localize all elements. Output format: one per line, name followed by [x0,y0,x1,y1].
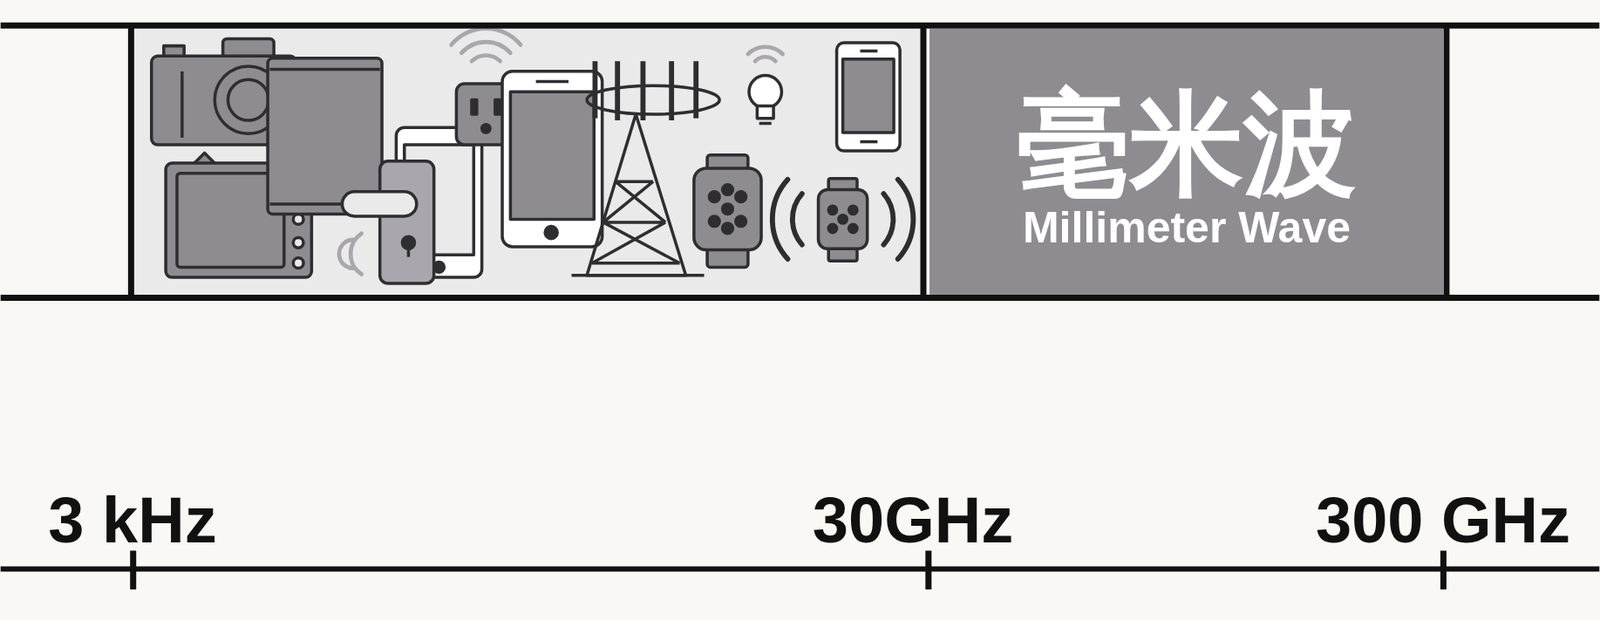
frequency-axis-part [925,550,932,589]
smartwatch-icon-part [735,216,747,227]
smartwatch-signal-icon-part [849,205,858,214]
monitor-icon-part [292,237,304,248]
smartwatch-signal-icon-part [818,190,868,250]
wifi-signal-part [461,41,511,54]
wifi-signal-part [451,28,522,46]
antenna-tower-part [586,114,686,276]
door-lock-icon [341,161,434,284]
device-panel-part [130,25,924,298]
smartphone-icon-part [544,226,558,239]
door-lock-icon-part [407,245,411,258]
frequency-axis-part [129,550,137,589]
small-phone-icon-part [859,49,878,54]
band-frame-part [0,22,1600,29]
wifi-signal-part [350,233,362,275]
smartwatch-icon-part [694,168,762,251]
frequency-label: 30GHz [812,484,1014,556]
smartwatch-icon-part [708,191,720,203]
wifi-signal [339,28,783,275]
frequency-axis-part [0,566,1600,572]
bulb-icon-part [756,106,774,119]
antenna-tower-part [592,61,599,118]
small-phone-icon [837,42,901,151]
smartwatch-signal-icon-part [849,224,858,232]
bulb-icon-part [748,75,782,109]
socket-icon-part [482,124,491,133]
smartphone-icon-part [510,91,594,219]
smartwatch-icon-part [722,204,734,215]
antenna-tower-part [640,61,646,121]
band-frame-part [919,25,926,298]
smartwatch-icon-part [722,223,734,234]
smartwatch-icon-part [708,216,720,227]
door-lock-icon-part [341,191,416,217]
small-phone-icon-part [843,59,894,133]
camera-icon-part [227,79,269,121]
smartwatch-signal-icon-part [828,205,837,214]
bulb-icon [748,75,782,124]
wifi-signal-part [471,54,501,62]
smartwatch-signal-icon-part [772,179,789,259]
band-frame-part [0,294,1600,301]
smartwatch-signal-icon-part [898,179,914,259]
band-frame [0,25,1600,298]
smartwatch-icon-part [722,184,734,196]
wifi-signal-part [748,47,783,55]
smartwatch-signal-icon-part [828,224,837,232]
smartwatch-signal-icon-part [838,215,847,224]
antenna-tower-part [586,85,720,115]
band-frame-part [1443,25,1450,298]
frequency-axis-part [1440,550,1447,589]
frequency-axis [0,550,1600,589]
frequency-label: 300 GHz [1315,484,1571,556]
band-box: 毫米波Millimeter Wave [929,28,1444,295]
wifi-signal-part [755,56,776,62]
band-subtitle: Millimeter Wave [1022,203,1351,254]
smartwatch-signal-icon [772,178,914,262]
smartwatch-icon-part [735,191,747,203]
smartphone-icon-part [536,80,569,84]
smartwatch-icon [694,155,762,268]
socket-icon-part [495,100,501,115]
smartwatch-signal-icon-part [883,193,893,245]
band-frame-part [128,25,135,298]
antenna-tower-part [592,181,681,264]
antenna-tower-part [571,273,705,278]
camera-icon-part [180,71,184,138]
band-title: 毫米波 [1016,84,1357,205]
monitor-icon-part [292,258,304,269]
frequency-label: 3 kHz [47,484,217,556]
smartwatch-signal-icon-part [792,193,803,245]
small-phone-icon-part [837,42,901,151]
tablet-icon-part [269,68,380,72]
door-lock-icon-part [380,161,435,284]
bulb-icon-part [759,122,772,126]
small-phone-icon-part [859,140,878,144]
device-panel [130,25,924,298]
socket-icon-part [471,100,477,115]
antenna-tower-part [668,61,675,121]
